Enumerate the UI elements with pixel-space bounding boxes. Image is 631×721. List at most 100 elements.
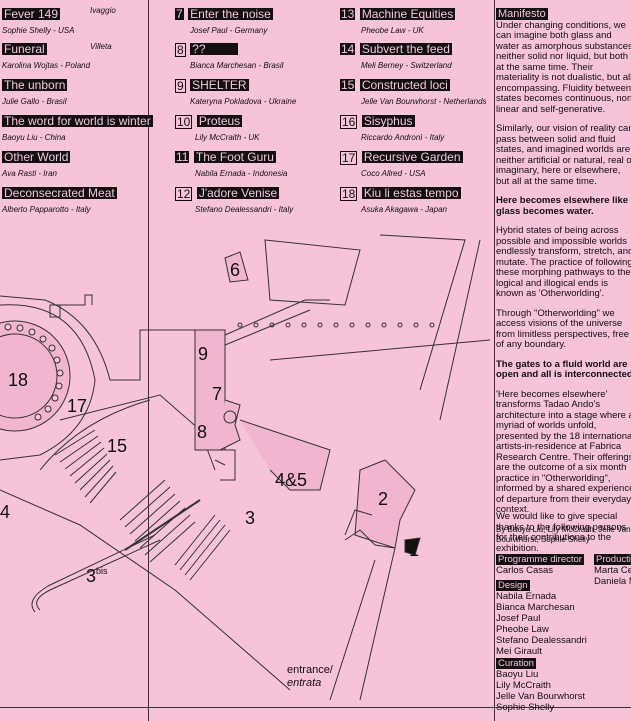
bottom-rule — [0, 707, 631, 708]
artwork-meta: Kateryna Pokladova - Ukraine — [190, 97, 297, 106]
credit-name: Nabila Ernada — [496, 591, 557, 602]
artwork-meta: Josef Paul - Germany — [190, 26, 268, 35]
artwork-title: Proteus — [196, 114, 243, 128]
credit-name: Carlos Casas — [496, 565, 554, 576]
artwork-number: 15 — [340, 78, 356, 92]
artwork-number: 10 — [175, 115, 193, 129]
credit-name: Marta Cel — [594, 565, 631, 576]
map-label-9: 9 — [198, 344, 208, 364]
manifesto-emphasis: Here becomes elsewhere like glass become… — [496, 195, 629, 217]
credit-name: Bianca Marchesan — [496, 602, 575, 613]
artwork-title: The Foot Guru — [193, 150, 276, 164]
credit-heading: Programme director — [496, 554, 584, 565]
floor-plan-map: 18 17 15 4 3 bis 9 7 8 6 3 4&5 2 1 entra… — [0, 234, 491, 701]
map-label-bis: bis — [96, 566, 108, 576]
credit-heading: Curation — [496, 658, 536, 669]
artwork-meta: Baoyu Liu - China — [2, 133, 66, 142]
artwork-title: ?? — [190, 43, 239, 55]
artwork-meta: Karolina Wojtas - Poland — [2, 61, 91, 70]
credit-name: Mei Girault — [496, 646, 542, 657]
artwork-entry-8: 8 ??Bianca Marchesan - Brasil — [175, 43, 335, 70]
artwork-number: 14 — [340, 42, 356, 56]
manifesto-heading: Manifesto — [496, 8, 548, 20]
artwork-title: The unborn — [2, 78, 68, 92]
entrance-label: entrance/ — [287, 664, 334, 676]
map-label-17: 17 — [67, 396, 87, 416]
fold-line-1 — [148, 0, 149, 721]
map-label-3: 3 — [245, 508, 255, 528]
manifesto-emphasis: The gates to a fluid world are open and … — [496, 358, 631, 380]
credit-name: Sophie Shelly — [496, 702, 555, 713]
artwork-number: 9 — [175, 79, 186, 93]
artwork-meta: Meli Berney - Switzerland — [361, 61, 452, 70]
artwork-number: 18 — [340, 187, 358, 201]
artwork-title: Subvert the feed — [359, 42, 452, 56]
artwork-meta: Stefano Dealessandri - Italy — [195, 205, 294, 214]
credits-production: Production Marta Cel Daniela M — [594, 554, 631, 587]
artwork-meta: Asuka Akagawa - Japan — [361, 205, 447, 214]
artwork-title: Enter the noise — [188, 7, 273, 21]
credits-director: Programme director Carlos Casas — [496, 554, 584, 576]
artwork-title: Sisyphus — [361, 114, 415, 128]
artwork-title: Constructed loci — [359, 78, 450, 92]
artwork-title: SHELTER — [190, 78, 249, 92]
credit-name: Baoyu Liu — [496, 669, 539, 680]
artwork-meta: Julie Gallo - Brasil — [2, 97, 67, 106]
artwork-title: J'adore Venise — [196, 186, 280, 200]
artwork-meta: Alberto Papparotto - Italy — [2, 205, 91, 214]
artwork-meta: Riccardo Andronì - Italy — [361, 133, 445, 142]
entrata-label: entrata — [287, 677, 321, 689]
artwork-title: Fever 149 — [2, 7, 61, 21]
map-label-4: 4 — [0, 502, 10, 522]
credit-heading: Production — [594, 554, 631, 565]
fold-line-2 — [494, 0, 495, 721]
credit-name: Stefano Dealessandri — [496, 635, 587, 646]
artwork-entry-9: 9 SHELTER Kateryna Pokladova - Ukraine — [175, 79, 335, 106]
artwork-meta: Lily McCraith - UK — [195, 133, 260, 142]
map-label-8: 8 — [197, 422, 207, 442]
manifesto-paragraph: Through "Otherworlding" we access vision… — [496, 307, 630, 350]
artwork-meta: Pheobe Law - UK — [361, 26, 424, 35]
credit-heading: Design — [496, 580, 530, 591]
credit-name: Jelle Van Bourwhorst — [496, 691, 586, 702]
manifesto-paragraph: Hybrid states of being across possible a… — [496, 225, 631, 299]
manifesto-paragraph: 'Here becomes elsewhere' transforms Tada… — [496, 388, 631, 515]
artwork-title: Machine Equities — [359, 7, 456, 21]
map-label-2: 2 — [378, 489, 388, 509]
artwork-number: 17 — [340, 151, 358, 165]
artwork-title: Recursive Garden — [361, 150, 463, 164]
artwork-number: 13 — [340, 7, 356, 21]
artwork-title: Other World — [2, 150, 71, 164]
map-label-7: 7 — [212, 384, 222, 404]
map-label-4and5: 4&5 — [275, 470, 307, 490]
side-label-ivaggio: Ivaggio — [90, 6, 116, 15]
artwork-meta: Sophie Shelly - USA — [2, 26, 75, 35]
side-label-villeta: Villeta — [90, 42, 112, 51]
artwork-number: 8 — [175, 43, 186, 57]
credits-curation: Curation Baoyu Liu Lily McCraith Jelle V… — [496, 658, 585, 713]
credits-design: Design Nabila Ernada Bianca Marchesan Jo… — [496, 580, 587, 657]
manifesto-paragraph: Similarly, our vision of reality can pas… — [496, 123, 631, 187]
artwork-number: 12 — [175, 187, 193, 201]
artwork-number: 16 — [340, 115, 358, 129]
credit-name: Josef Paul — [496, 613, 541, 624]
map-label-1: 1 — [409, 540, 419, 560]
map-label-6: 6 — [230, 260, 240, 280]
manifesto-block: Manifesto Under changing conditions, we … — [496, 8, 631, 554]
